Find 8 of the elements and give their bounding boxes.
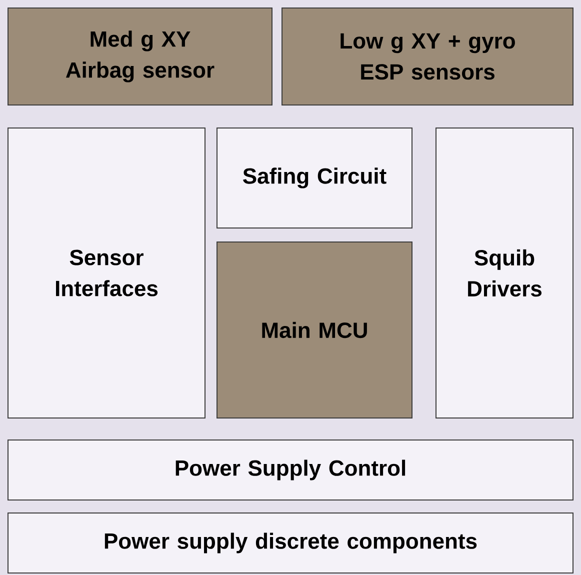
circuit-box: Safing Circuit — [216, 128, 412, 228]
power-box: Power supply discrete components — [8, 512, 574, 574]
interface-box: Sensor Interfaces — [8, 128, 206, 418]
sensor-box: Low g XY + gyro ESP sensors — [282, 8, 574, 106]
power-box: Power Supply Control — [8, 440, 574, 500]
sensor-box: Med g XY Airbag sensor — [8, 8, 272, 106]
driver-box: Squib Drivers — [436, 128, 574, 418]
mcu-box: Main MCU — [216, 242, 412, 418]
